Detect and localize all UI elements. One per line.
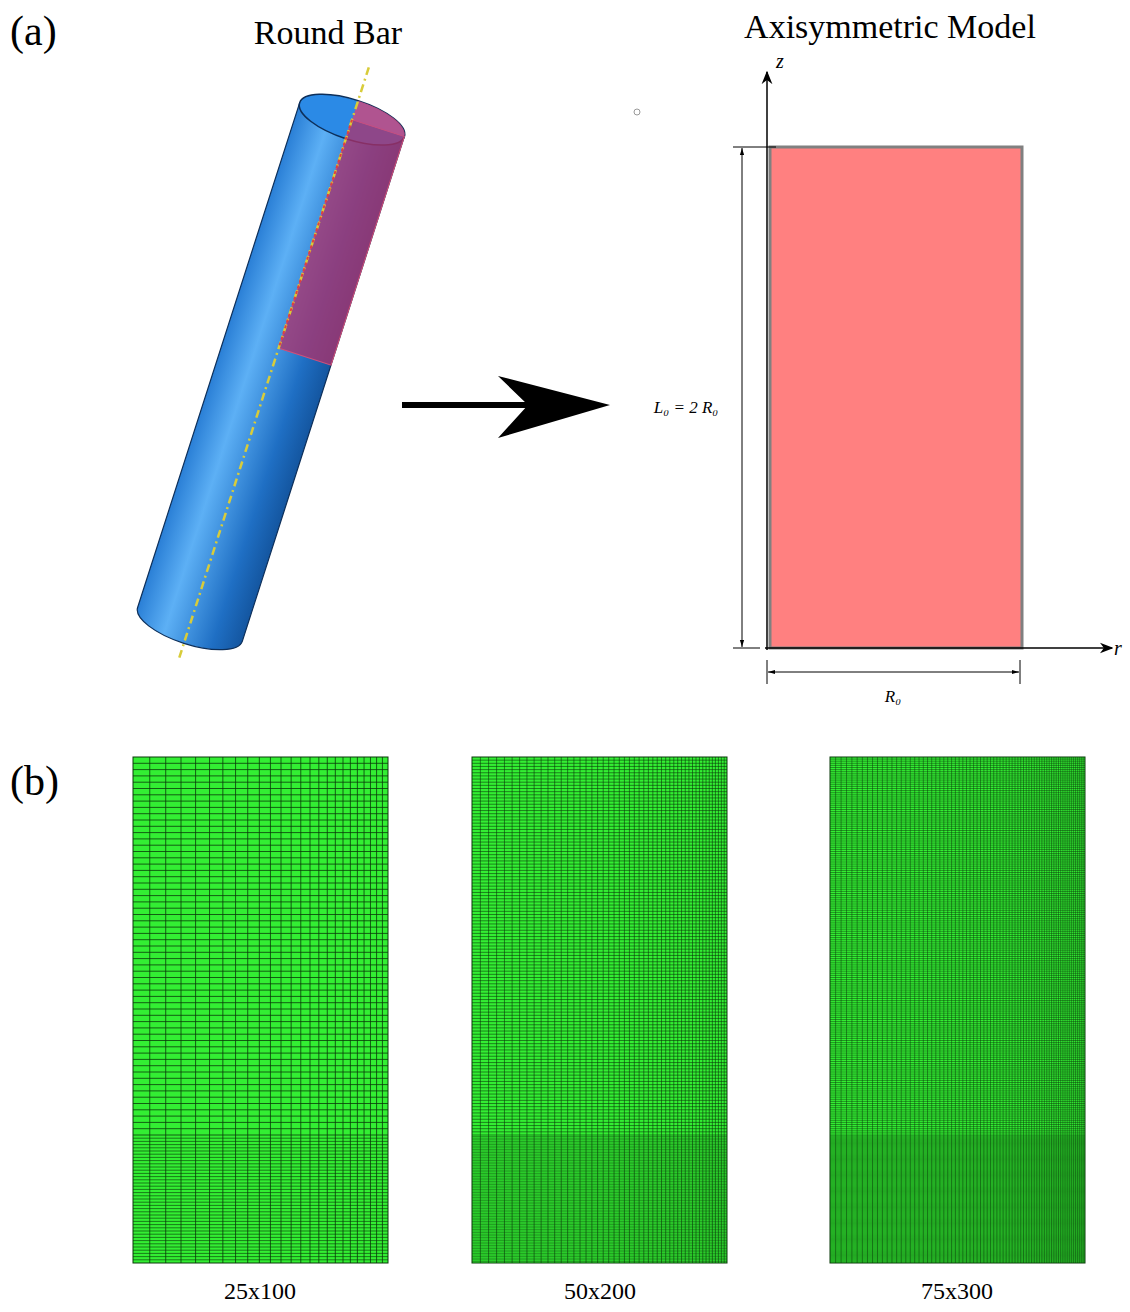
mesh [133,757,388,1263]
z-axis [766,72,768,650]
axis-label: z [776,50,784,72]
dimension-label: L₀ = 2 R₀ [651,398,721,419]
stray-mark [634,109,640,115]
axis-label: r [1114,637,1122,659]
dimension-label: R₀ [885,688,901,707]
dimension-lines [733,147,1020,684]
transform-arrow-head [498,376,610,438]
figure-title: Round Bar [254,14,402,51]
mesh-label: 75x300 [921,1278,993,1304]
figure-title: Axisymmetric Model [744,8,1036,45]
mesh [830,757,1085,1263]
axisymmetric-section [770,147,1022,648]
round-bar [127,51,421,675]
panel-label: (b) [10,758,59,804]
mesh-group [133,757,1085,1263]
mesh-label: 25x100 [224,1278,296,1304]
mesh [472,757,727,1263]
panel-label: (a) [10,8,57,54]
r-axis [765,647,1112,649]
mesh-label: 50x200 [564,1278,636,1304]
